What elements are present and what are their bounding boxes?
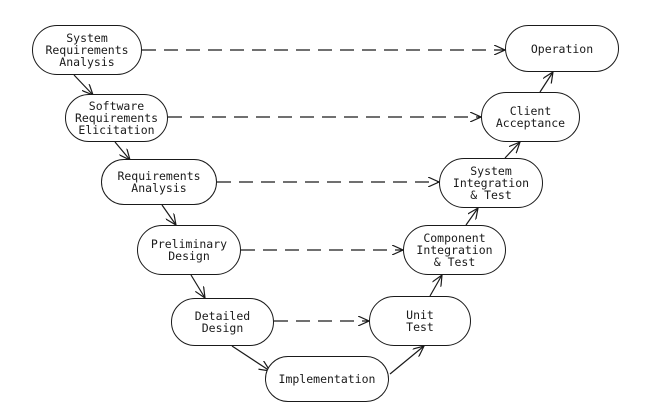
implementation-label: Implementation [278,372,376,386]
flow-arrow-imp-to-ut [389,346,424,375]
component-integration-test-node: Component Integration & Test [403,225,506,275]
flow-arrow-cit-to-sit [465,208,478,226]
requirements-analysis-label: Requirements Analysis [117,169,201,195]
system-requirements-analysis-node: System Requirements Analysis [32,25,142,75]
flow-arrow-dd-to-imp [231,345,270,371]
system-integration-test-node: System Integration & Test [439,158,543,208]
flow-arrow-ca-to-op [539,72,553,93]
detailed-design-node: Detailed Design [171,298,274,346]
operation-label: Operation [530,41,594,56]
system-requirements-analysis-label: System Requirements Analysis [45,31,129,69]
flow-arrow-ra-to-pd [161,204,176,225]
preliminary-design-node: Preliminary Design [137,225,241,275]
operation-node: Operation [505,25,619,72]
client-acceptance-label: Client Acceptance [495,104,566,130]
software-requirements-elicitation-label: Software Requirements Elicitation [74,99,159,137]
component-integration-test-label: Component Integration & Test [416,231,493,269]
flow-arrow-sre-to-ra [114,141,130,160]
requirements-analysis-node: Requirements Analysis [101,159,217,205]
unit-test-node: Unit Test [369,296,471,346]
implementation-node: Implementation [265,356,389,402]
preliminary-design-label: Preliminary Design [150,237,228,263]
flow-arrow-sra-to-sre [73,74,93,95]
software-requirements-elicitation-node: Software Requirements Elicitation [65,94,168,142]
flow-arrow-sit-to-ca [504,142,520,159]
detailed-design-label: Detailed Design [194,309,251,335]
unit-test-label: Unit Test [406,308,434,334]
flow-arrow-pd-to-dd [190,274,205,298]
flow-arrow-ut-to-cit [429,275,442,297]
system-integration-test-label: System Integration & Test [452,164,530,202]
client-acceptance-node: Client Acceptance [481,92,580,142]
